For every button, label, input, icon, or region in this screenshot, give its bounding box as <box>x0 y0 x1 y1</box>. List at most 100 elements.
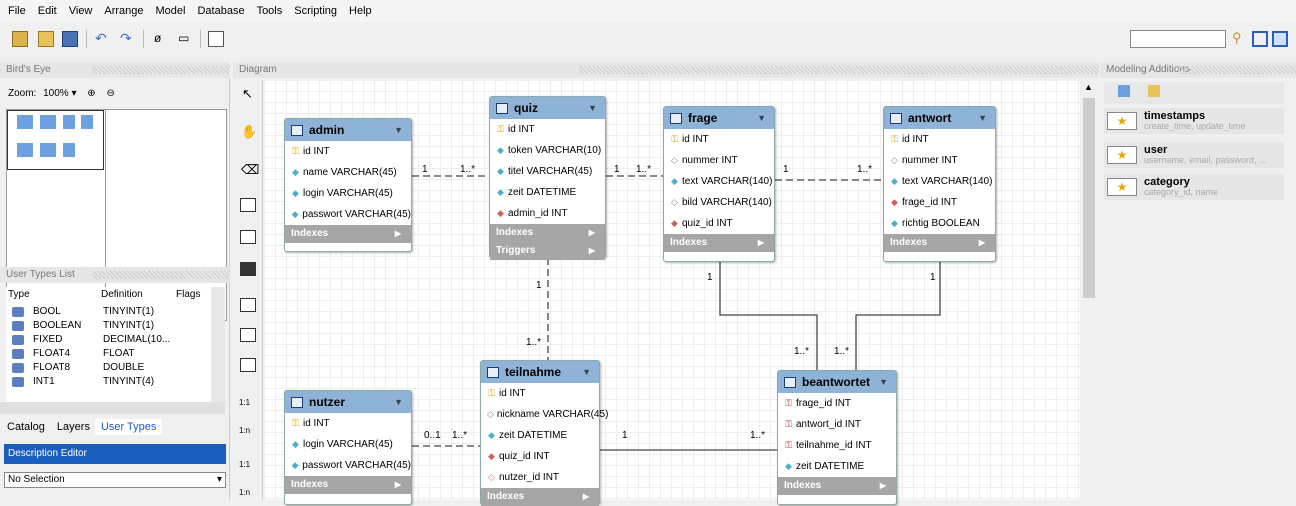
triggers-section[interactable]: Triggers▶ <box>490 242 605 260</box>
folder-icon[interactable] <box>1148 85 1160 97</box>
column-row[interactable]: ⚿id INT <box>292 146 330 157</box>
toggle-grid-icon[interactable]: ø <box>154 31 162 45</box>
column-row[interactable]: ◆login VARCHAR(45) <box>292 188 393 199</box>
table-header[interactable]: beantwortet▼ <box>778 371 896 393</box>
column-row[interactable]: ⚿id INT <box>497 124 535 135</box>
menu-edit[interactable]: Edit <box>37 5 57 17</box>
toggle-page-icon[interactable] <box>208 31 224 47</box>
column-row[interactable]: ◆zeit DATETIME <box>488 430 568 441</box>
layout-right-icon[interactable] <box>1272 31 1288 47</box>
column-row[interactable]: ⚿id INT <box>891 134 929 145</box>
list-hscrollbar[interactable] <box>0 402 225 414</box>
rel-1-1-id-icon[interactable]: 1:1 <box>239 460 251 469</box>
birds-eye-view[interactable] <box>6 109 227 321</box>
tab-user-types[interactable]: User Types <box>94 419 163 435</box>
column-row[interactable]: ⚿id INT <box>292 418 330 429</box>
pointer-tool-icon[interactable]: ↖ <box>242 86 253 101</box>
column-row[interactable]: ◇nutzer_id INT <box>488 472 560 483</box>
column-row[interactable]: ◇nummer INT <box>891 155 958 166</box>
menu-database[interactable]: Database <box>197 5 245 17</box>
menu-scripting[interactable]: Scripting <box>294 5 338 17</box>
menu-help[interactable]: Help <box>349 5 372 17</box>
menu-arrange[interactable]: Arrange <box>104 5 144 17</box>
column-row[interactable]: ◆login VARCHAR(45) <box>292 439 393 450</box>
open-folder-icon[interactable] <box>38 31 54 47</box>
table-header[interactable]: quiz▼ <box>490 97 605 119</box>
zoom-select[interactable]: 100% ▾ <box>43 88 77 99</box>
column-row[interactable]: ⚿frage_id INT <box>785 398 852 409</box>
indexes-section[interactable]: Indexes▶ <box>285 476 411 494</box>
diagram-scrollbar[interactable]: ▲ <box>1080 80 1098 500</box>
column-row[interactable]: ◆richtig BOOLEAN <box>891 218 980 229</box>
column-row[interactable]: ◇nickname VARCHAR(45) <box>487 409 609 420</box>
column-row[interactable]: ◆quiz_id INT <box>671 218 733 229</box>
column-row[interactable]: ◇bild VARCHAR(140) <box>671 197 772 208</box>
add-icon[interactable] <box>1118 85 1130 97</box>
hand-tool-icon[interactable]: ✋ <box>241 124 258 139</box>
table-admin[interactable]: admin▼ ⚿id INT ◆name VARCHAR(45) ◆login … <box>284 118 412 252</box>
menu-tools[interactable]: Tools <box>256 5 283 17</box>
new-file-icon[interactable] <box>12 31 28 47</box>
undo-icon[interactable]: ↶ <box>95 30 107 46</box>
table-nutzer[interactable]: nutzer▼ ⚿id INT ◆login VARCHAR(45) ◆pass… <box>284 390 412 505</box>
rel-1-n-id-icon[interactable]: 1:n <box>239 488 251 497</box>
tab-catalog[interactable]: Catalog <box>7 421 45 433</box>
note-tool-icon[interactable] <box>240 230 256 244</box>
table-teilnahme[interactable]: teilnahme▼ ⚿id INT ◇nickname VARCHAR(45)… <box>480 360 609 506</box>
view-tool-icon[interactable] <box>240 328 256 342</box>
col-flags[interactable]: Flags <box>176 289 201 300</box>
column-row[interactable]: ◆zeit DATETIME <box>497 187 577 198</box>
indexes-section[interactable]: Indexes▶ <box>481 488 599 506</box>
table-header[interactable]: nutzer▼ <box>285 391 411 413</box>
column-row[interactable]: ◆titel VARCHAR(45) <box>497 166 593 177</box>
column-row[interactable]: ◆admin_id INT <box>497 208 568 219</box>
search-input[interactable] <box>1130 30 1226 48</box>
column-row[interactable]: ◆token VARCHAR(10) <box>497 145 602 156</box>
list-scrollbar[interactable] <box>211 287 225 402</box>
col-definition[interactable]: Definition <box>101 289 143 300</box>
column-row[interactable]: ⚿id INT <box>488 388 526 399</box>
layout-left-icon[interactable] <box>1252 31 1268 47</box>
column-row[interactable]: ◆quiz_id INT <box>488 451 550 462</box>
search-icon[interactable]: ⚲ <box>1232 30 1242 45</box>
zoom-in-icon[interactable]: ⊕ <box>87 88 96 99</box>
column-row[interactable]: ◆text VARCHAR(140) <box>671 176 773 187</box>
align-grid-icon[interactable]: ▭ <box>178 31 190 45</box>
routine-tool-icon[interactable] <box>240 358 256 372</box>
rel-1-n-icon[interactable]: 1:n <box>239 426 251 435</box>
table-tool-icon[interactable] <box>240 298 256 312</box>
image-tool-icon[interactable] <box>240 262 256 276</box>
scroll-thumb[interactable] <box>1083 98 1095 298</box>
column-row[interactable]: ◆text VARCHAR(140) <box>891 176 993 187</box>
indexes-section[interactable]: Indexes▶ <box>285 225 411 243</box>
menu-view[interactable]: View <box>68 5 93 17</box>
scroll-up-icon[interactable]: ▲ <box>1084 82 1093 92</box>
indexes-section[interactable]: Indexes▶ <box>490 224 605 242</box>
diagram-canvas[interactable]: 1 1..* 1 1..* 1 1..* 1 1..* 1 1 1..* 1..… <box>264 80 1080 506</box>
table-frage[interactable]: frage▼ ⚿id INT ◇nummer INT ◆text VARCHAR… <box>663 106 775 262</box>
table-header[interactable]: admin▼ <box>285 119 411 141</box>
zoom-out-icon[interactable]: ⊖ <box>106 88 115 99</box>
table-header[interactable]: teilnahme▼ <box>481 361 599 383</box>
redo-icon[interactable]: ↷ <box>120 30 132 46</box>
indexes-section[interactable]: Indexes▶ <box>884 234 995 252</box>
table-header[interactable]: antwort▼ <box>884 107 995 129</box>
table-beantwortet[interactable]: beantwortet▼ ⚿frage_id INT ⚿antwort_id I… <box>777 370 897 505</box>
column-row[interactable]: ⚿antwort_id INT <box>785 419 862 430</box>
table-quiz[interactable]: quiz▼ ⚿id INT ◆token VARCHAR(10) ◆titel … <box>489 96 606 260</box>
column-row[interactable]: ◆zeit DATETIME <box>785 461 865 472</box>
table-header[interactable]: frage▼ <box>664 107 774 129</box>
indexes-section[interactable]: Indexes▶ <box>778 477 896 495</box>
eraser-tool-icon[interactable]: ⌫ <box>241 162 260 177</box>
col-type[interactable]: Type <box>8 289 30 300</box>
table-antwort[interactable]: antwort▼ ⚿id INT ◇nummer INT ◆text VARCH… <box>883 106 996 262</box>
menu-file[interactable]: File <box>8 5 26 17</box>
